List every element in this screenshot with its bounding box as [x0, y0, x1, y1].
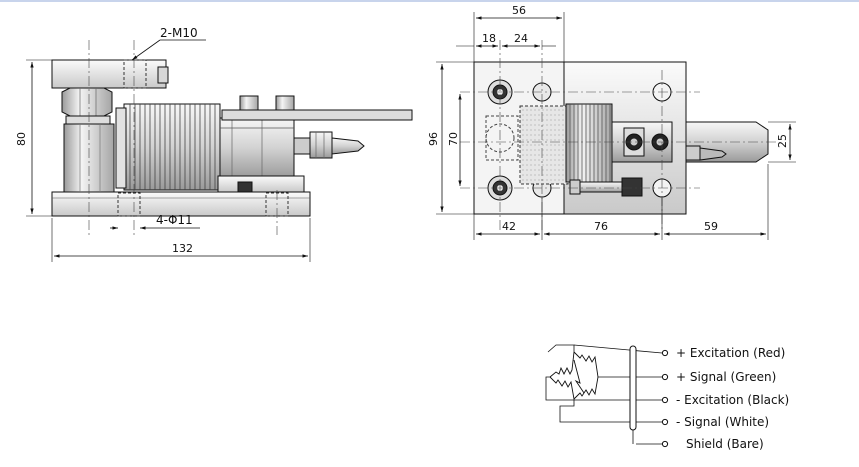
- wire-label-shield: Shield (Bare): [686, 437, 764, 451]
- cable-strain-relief: [331, 137, 365, 155]
- wire-label-signal-pos: + Signal (Green): [676, 370, 776, 384]
- dim-59-label: 59: [704, 220, 718, 233]
- hole-dim-label: 4-Φ11: [156, 213, 193, 227]
- cable-gland-base: [293, 137, 311, 155]
- top-view: 56 18 24 96 70 25 42 76 59: [427, 4, 796, 240]
- wire-label-excitation-pos: + Excitation (Red): [676, 346, 785, 360]
- base-plate: [51, 191, 311, 217]
- rail-bolt-2: [275, 95, 295, 111]
- dim-96-label: 96: [427, 132, 440, 146]
- hex-nut: [61, 87, 113, 117]
- top-plate-tab: [157, 66, 169, 84]
- wire-label-excitation-neg: - Excitation (Black): [676, 393, 789, 407]
- base-hole-left: [117, 192, 141, 217]
- top-cable-gland: [685, 145, 701, 161]
- upper-rail: [221, 109, 413, 121]
- dim-18-label: 18: [482, 32, 496, 45]
- wire-3: [545, 376, 662, 401]
- terminal-2: [661, 373, 669, 381]
- dim-76-label: 76: [594, 220, 608, 233]
- rail-bolt-1: [239, 95, 259, 111]
- length-dim-label: 132: [172, 242, 193, 255]
- dim-42-label: 42: [502, 220, 516, 233]
- terminal-4: [661, 418, 669, 426]
- height-dim-label: 80: [15, 132, 28, 146]
- top-bellows: [565, 103, 613, 183]
- cable-gland-nut: [309, 131, 333, 159]
- top-cable: [699, 147, 727, 161]
- top-dashed-recess: [485, 115, 519, 161]
- wire-4: [559, 399, 662, 423]
- dim-70-label: 70: [447, 132, 460, 146]
- thread-label: 2-M10: [160, 26, 198, 40]
- thread-leader: [131, 39, 161, 61]
- terminal-5: [661, 440, 669, 448]
- top-plate: [51, 59, 167, 89]
- dim-25-label: 25: [776, 134, 789, 148]
- wire-label-signal-neg: - Signal (White): [676, 415, 769, 429]
- thread-hole: [123, 59, 147, 89]
- bellows-flange-left: [115, 107, 127, 189]
- load-cell-body: [219, 117, 295, 179]
- support-block: [217, 175, 305, 193]
- bellows-fins: [129, 104, 216, 190]
- washer: [65, 115, 111, 125]
- side-view: 2-M10 80 4-Φ11 132: [15, 26, 413, 262]
- bellows: [123, 103, 221, 191]
- wire-1: [573, 344, 663, 354]
- dim-56-label: 56: [512, 4, 526, 17]
- wiring-diagram: + Excitation (Red) + Signal (Green) - Ex…: [545, 344, 789, 451]
- terminal-1: [661, 349, 669, 357]
- dim-24-label: 24: [514, 32, 528, 45]
- terminal-3: [661, 396, 669, 404]
- cable-sheath: [629, 345, 637, 431]
- support-bolt: [237, 181, 253, 193]
- wheatstone-bridge: [549, 351, 599, 400]
